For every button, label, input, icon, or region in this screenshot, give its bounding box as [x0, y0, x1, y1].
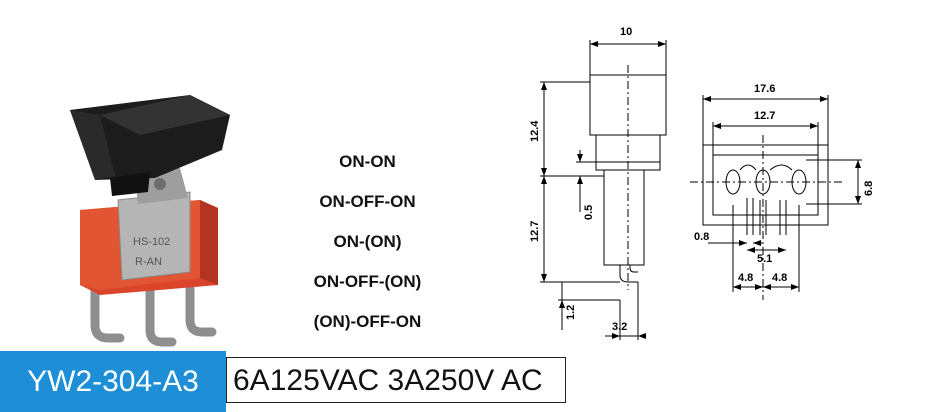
dim-small-offset: 0.5 — [583, 205, 595, 220]
product-photo: HS-102 R-AN — [70, 95, 230, 347]
dimension-drawing: 10 12.4 12.7 0.5 1.2 3.2 — [529, 26, 875, 340]
dim-body-height: 12.4 — [529, 120, 541, 142]
dim-lower-height: 12.7 — [529, 221, 541, 242]
mode-1: ON-ON — [339, 152, 396, 171]
dim-outer-width: 17.6 — [754, 83, 775, 95]
mode-4: ON-OFF-(ON) — [313, 272, 422, 291]
dim-side-height: 6.8 — [863, 181, 875, 196]
dim-inner-width: 12.7 — [754, 110, 775, 122]
model-number: YW2-304-A3 — [0, 351, 226, 412]
dim-pin-pitch: 5.1 — [757, 253, 772, 265]
mode-5: (ON)-OFF-ON — [313, 312, 422, 331]
mode-3: ON-(ON) — [333, 232, 402, 251]
mode-2: ON-OFF-ON — [319, 192, 416, 211]
photo-label-1: HS-102 — [133, 236, 170, 248]
dim-pin-offset: 3.2 — [612, 321, 627, 333]
dim-pin-width: 0.8 — [694, 231, 709, 243]
electrical-rating: 6A125VAC 3A250V AC — [226, 357, 566, 403]
footer-bar: YW2-304-A3 6A125VAC 3A250V AC — [0, 351, 930, 412]
dim-spacing-right: 4.8 — [772, 272, 787, 284]
switching-modes: ON-ON ON-OFF-ON ON-(ON) ON-OFF-(ON) (ON)… — [280, 142, 455, 342]
dim-top-width: 10 — [620, 26, 632, 38]
photo-label-2: R-AN — [135, 256, 162, 268]
dim-pin-drop: 1.2 — [565, 305, 577, 320]
dim-spacing-left: 4.8 — [738, 272, 753, 284]
